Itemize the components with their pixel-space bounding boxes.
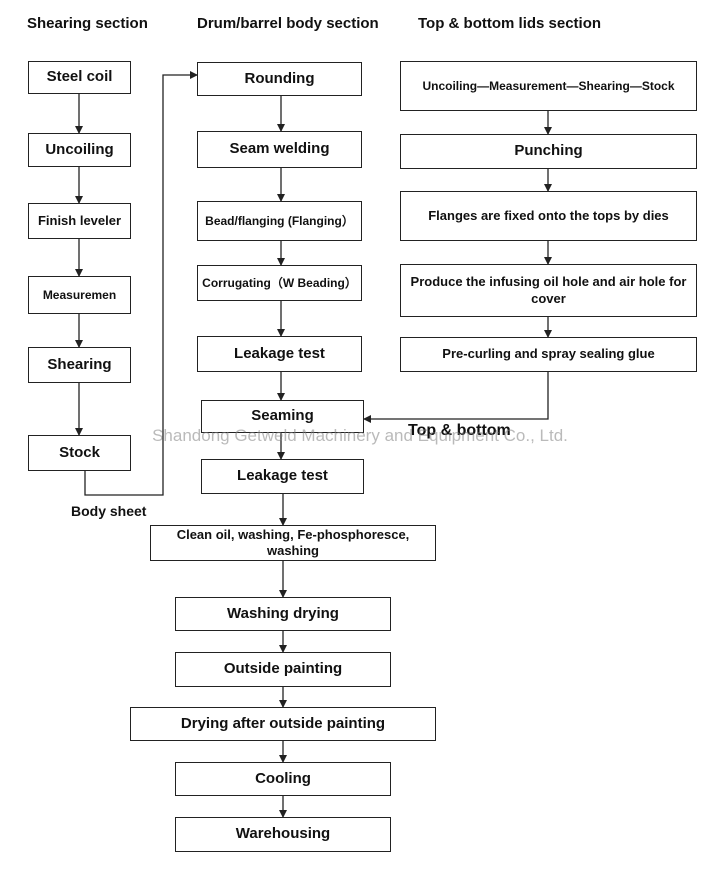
step-seam-welding: Seam welding: [197, 131, 362, 168]
step-lid-uncoiling-chain: Uncoiling—Measurement—Shearing—Stock: [400, 61, 697, 111]
step-steel-coil: Steel coil: [28, 61, 131, 94]
step-flanges-fixed: Flanges are fixed onto the tops by dies: [400, 191, 697, 241]
step-warehousing: Warehousing: [175, 817, 391, 852]
step-shearing: Shearing: [28, 347, 131, 383]
step-punching: Punching: [400, 134, 697, 169]
step-rounding: Rounding: [197, 62, 362, 96]
step-drying-after-painting: Drying after outside painting: [130, 707, 436, 741]
step-stock: Stock: [28, 435, 131, 471]
arrow-body-sheet: [84, 71, 198, 496]
step-clean-oil-washing: Clean oil, washing, Fe-phosphoresce, was…: [150, 525, 436, 561]
header-shearing-section: Shearing section: [27, 15, 148, 32]
header-drum-body-section: Drum/barrel body section: [197, 15, 379, 32]
step-outside-painting: Outside painting: [175, 652, 391, 687]
step-pre-curling: Pre-curling and spray sealing glue: [400, 337, 697, 372]
header-lids-section: Top & bottom lids section: [418, 15, 602, 32]
step-uncoiling: Uncoiling: [28, 133, 131, 167]
step-cooling: Cooling: [175, 762, 391, 796]
step-leakage-test-2: Leakage test: [201, 459, 364, 494]
step-infusing-holes: Produce the infusing oil hole and air ho…: [400, 264, 697, 317]
arrow-top-bottom: [363, 372, 549, 423]
step-seaming: Seaming: [201, 400, 364, 433]
step-bead-flanging: Bead/flanging (Flanging）: [197, 201, 362, 241]
step-finish-leveler: Finish leveler: [28, 203, 131, 239]
step-measurement: Measuremen: [28, 276, 131, 314]
step-leakage-test-1: Leakage test: [197, 336, 362, 372]
label-top-bottom: Top & bottom: [408, 422, 511, 439]
label-body-sheet: Body sheet: [71, 503, 147, 519]
step-corrugating: Corrugating（W Beading）: [197, 265, 362, 301]
step-washing-drying: Washing drying: [175, 597, 391, 631]
